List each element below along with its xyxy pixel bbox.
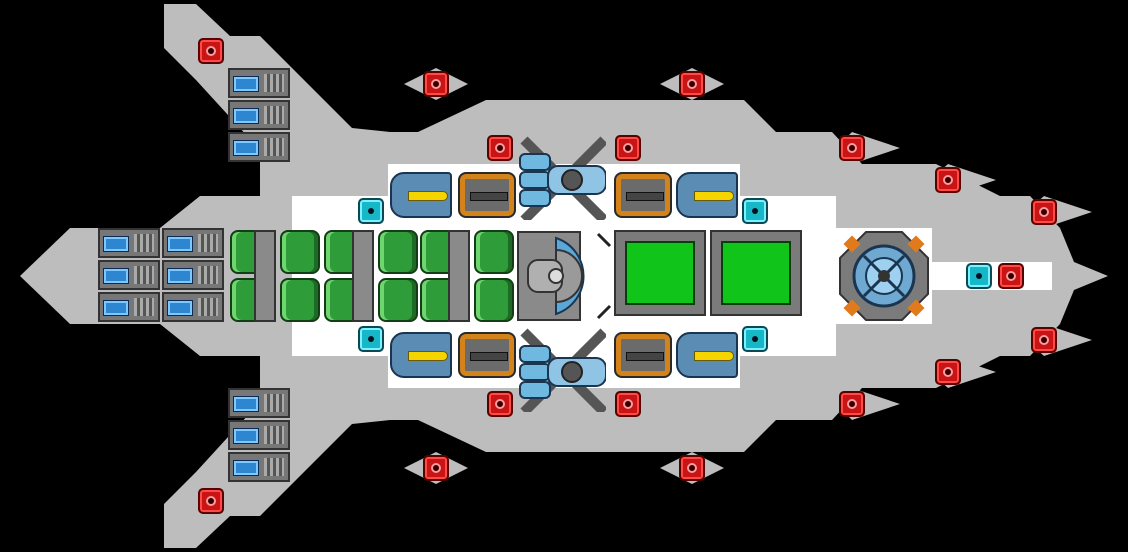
fuel-tank-icon[interactable]: [378, 278, 418, 322]
laser-turret-icon[interactable]: [390, 172, 452, 218]
point-defense-icon[interactable]: [839, 135, 865, 161]
point-defense-icon[interactable]: [679, 71, 705, 97]
cannon-turret-icon[interactable]: [458, 332, 516, 378]
point-defense-icon[interactable]: [935, 359, 961, 385]
point-defense-icon[interactable]: [487, 391, 513, 417]
point-defense-icon[interactable]: [935, 167, 961, 193]
thruster-icon[interactable]: [228, 452, 290, 482]
point-defense-icon[interactable]: [1031, 199, 1057, 225]
cyan-node-icon[interactable]: [358, 326, 384, 352]
cyan-node-icon[interactable]: [742, 326, 768, 352]
point-defense-icon[interactable]: [839, 391, 865, 417]
thruster-icon[interactable]: [228, 68, 290, 98]
fuel-tank-icon[interactable]: [474, 278, 514, 322]
thruster-icon[interactable]: [98, 228, 160, 258]
cannon-turret-icon[interactable]: [614, 172, 672, 218]
point-defense-icon[interactable]: [423, 71, 449, 97]
tank-connector: [254, 230, 276, 322]
thruster-icon[interactable]: [228, 100, 290, 130]
point-defense-icon[interactable]: [615, 135, 641, 161]
cannon-turret-icon[interactable]: [458, 172, 516, 218]
thruster-icon[interactable]: [162, 292, 224, 322]
fuel-tank-icon[interactable]: [280, 278, 320, 322]
thruster-icon[interactable]: [228, 420, 290, 450]
point-defense-icon[interactable]: [1031, 327, 1057, 353]
point-defense-icon[interactable]: [615, 391, 641, 417]
missile-launcher-icon[interactable]: [518, 328, 606, 412]
cyan-node-icon[interactable]: [742, 198, 768, 224]
cyan-node-icon[interactable]: [358, 198, 384, 224]
thruster-icon[interactable]: [98, 292, 160, 322]
point-defense-icon[interactable]: [198, 488, 224, 514]
cyan-node-icon[interactable]: [966, 263, 992, 289]
fuel-tank-icon[interactable]: [280, 230, 320, 274]
point-defense-icon[interactable]: [423, 455, 449, 481]
point-defense-icon[interactable]: [679, 455, 705, 481]
thruster-icon[interactable]: [228, 388, 290, 418]
laser-turret-icon[interactable]: [390, 332, 452, 378]
thruster-icon[interactable]: [228, 132, 290, 162]
fuel-tank-icon[interactable]: [474, 230, 514, 274]
missile-launcher-icon[interactable]: [518, 136, 606, 220]
point-defense-icon[interactable]: [487, 135, 513, 161]
point-defense-icon[interactable]: [198, 38, 224, 64]
laser-turret-icon[interactable]: [676, 332, 738, 378]
point-defense-icon[interactable]: [998, 263, 1024, 289]
reactor-core-icon[interactable]: [516, 230, 612, 322]
thruster-icon[interactable]: [162, 228, 224, 258]
cargo-cell-icon[interactable]: [710, 230, 802, 316]
laser-turret-icon[interactable]: [676, 172, 738, 218]
tank-connector: [352, 230, 374, 322]
thruster-icon[interactable]: [162, 260, 224, 290]
cannon-turret-icon[interactable]: [614, 332, 672, 378]
nose-interior: [932, 262, 1052, 290]
cargo-cell-icon[interactable]: [614, 230, 706, 316]
fuel-tank-icon[interactable]: [378, 230, 418, 274]
hull-interior: [292, 164, 932, 388]
thruster-icon[interactable]: [98, 260, 160, 290]
tank-connector: [448, 230, 470, 322]
gyroscope-icon[interactable]: [838, 230, 930, 322]
